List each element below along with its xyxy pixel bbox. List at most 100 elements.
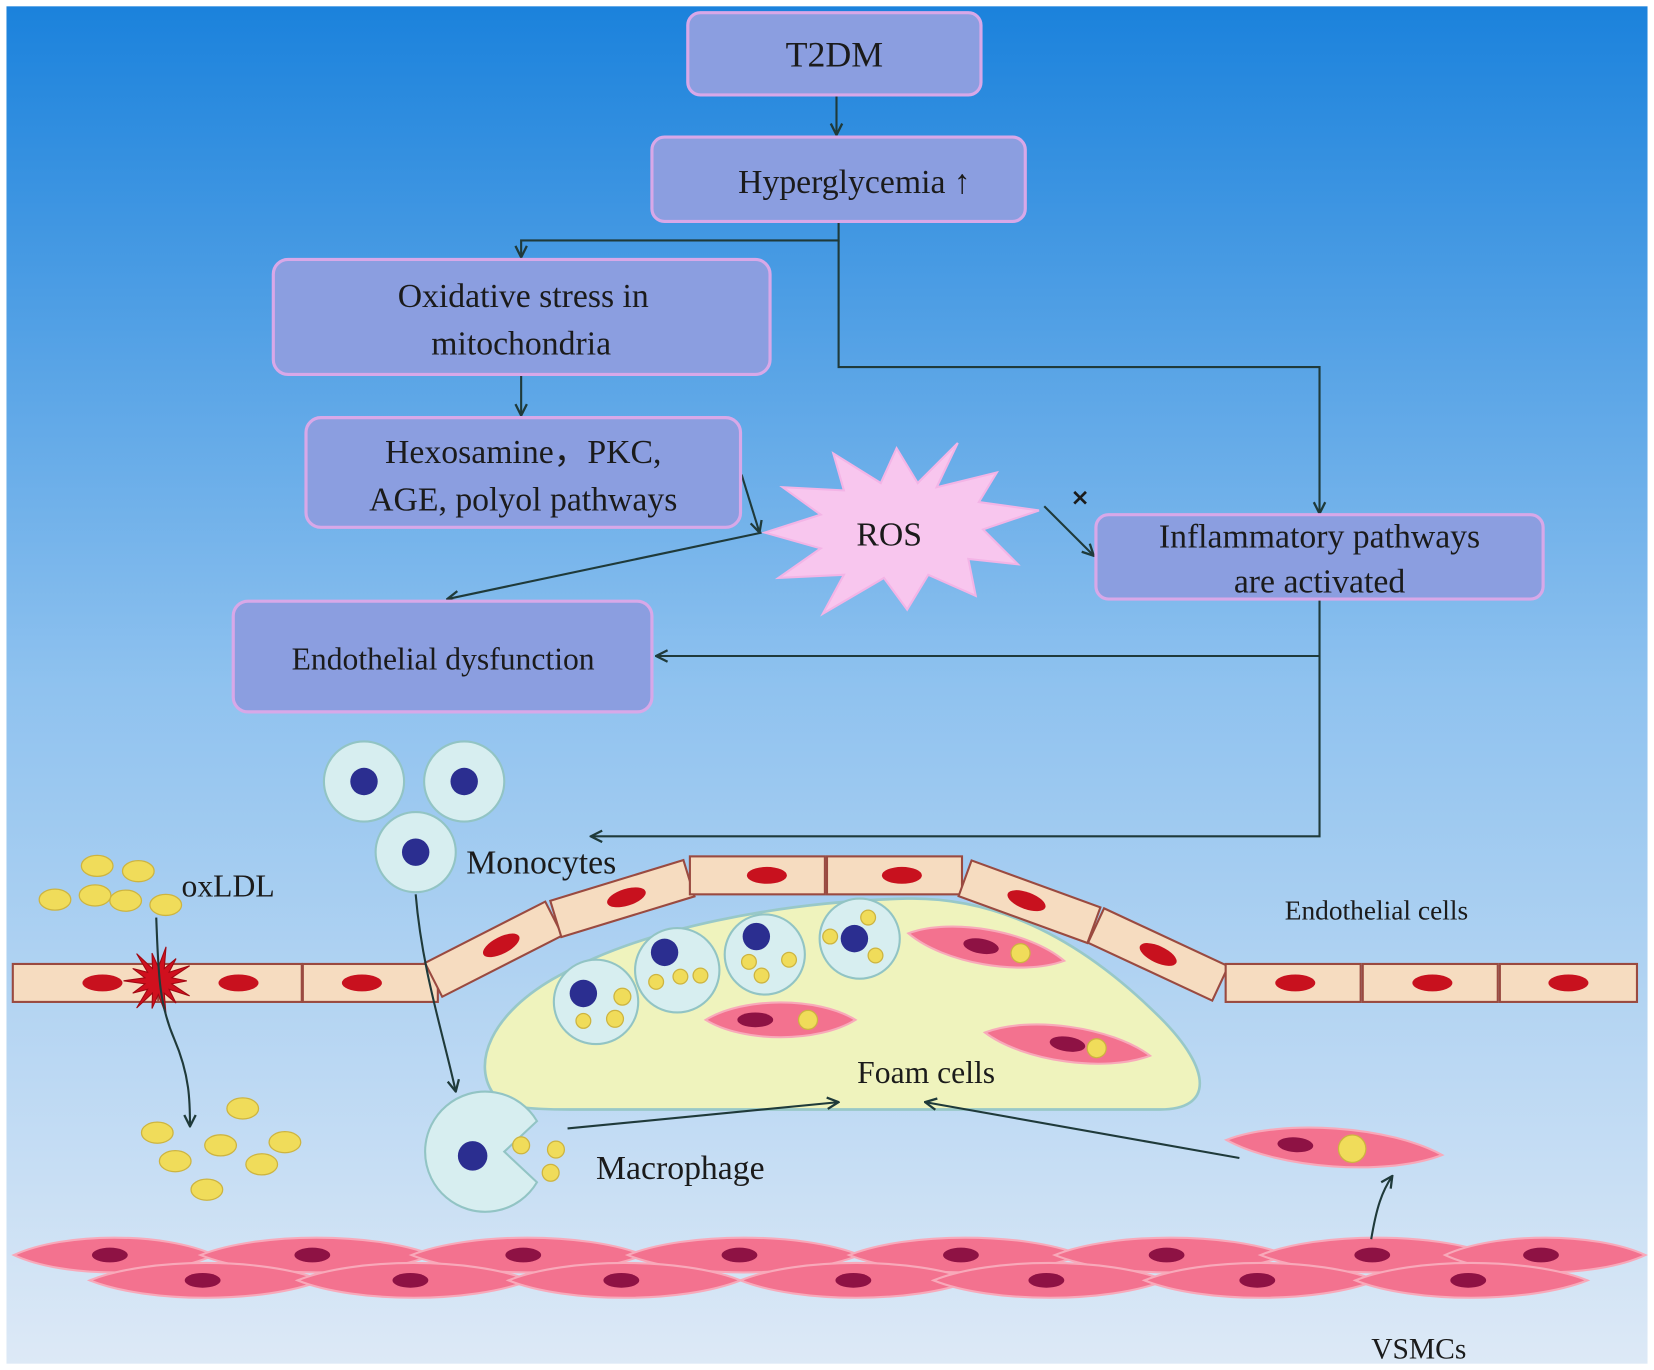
smooth-muscle-cell-body — [703, 1001, 858, 1039]
smooth-muscle-cell-nucleus — [1450, 1272, 1487, 1288]
endothelial-cell-nucleus — [746, 866, 787, 884]
inflammatory-box: Inflammatory pathways are activated — [1094, 513, 1545, 601]
oxldl-particle — [80, 854, 114, 878]
endothelial-cell-nucleus — [607, 887, 646, 908]
monocyte — [322, 740, 406, 823]
lipid-droplet — [605, 1009, 625, 1028]
arrow-hyperglycemia-to-oxidative-stress — [521, 221, 840, 257]
arrow-monocyte-to-macrophage — [414, 894, 456, 1091]
migrating-smooth-muscle-cell — [1223, 1126, 1445, 1169]
lipid-droplet — [781, 951, 798, 968]
monocyte-nucleus — [450, 767, 478, 796]
endothelial-cell-nucleus — [1548, 974, 1589, 992]
smooth-muscle-cell-nucleus — [505, 1247, 542, 1263]
macrophage — [424, 1090, 566, 1213]
smooth-muscle-cell-nucleus — [1028, 1272, 1065, 1288]
monocyte-nucleus — [401, 838, 430, 866]
pathways-label-line-2: AGE, polyol pathways — [369, 481, 677, 518]
ros-burst-shape — [761, 442, 1040, 617]
endothelial-cell-nucleus — [1007, 890, 1046, 912]
endothelial-cell — [688, 855, 826, 896]
monocyte — [423, 740, 506, 823]
pathways-label-line-1: Hexosamine，PKC, — [385, 434, 661, 471]
smooth-muscle-cell-nucleus — [721, 1247, 758, 1263]
foam-cell-nucleus — [742, 922, 771, 951]
smooth-muscle-cell-nucleus — [1239, 1272, 1276, 1288]
oxidative-stress-box: Oxidative stress in mitochondria — [271, 257, 772, 376]
macrophage-label: Macrophage — [596, 1150, 765, 1187]
lipid-droplet — [1010, 943, 1031, 964]
process-arrows — [155, 894, 1392, 1240]
monocyte-group — [322, 740, 506, 894]
lipid-droplet — [797, 1009, 819, 1030]
foam-smooth-muscle-cell — [703, 1001, 858, 1039]
monocyte — [374, 811, 457, 894]
foam-cells-label: Foam cells — [857, 1055, 995, 1090]
endothelial-cell — [1498, 962, 1639, 1003]
lipid-droplet — [867, 947, 884, 964]
endothelial-cell-body — [11, 962, 160, 1003]
foam-smooth-muscle-cells — [703, 925, 1153, 1065]
vascular-smooth-muscle-cell — [1352, 1261, 1591, 1299]
monocyte-nucleus — [350, 767, 378, 796]
smooth-muscle-cell-nucleus — [294, 1247, 331, 1263]
arrow-ros-to-inflammation — [1043, 505, 1094, 556]
inflammatory-label-line-2: are activated — [1234, 564, 1405, 601]
foam-smooth-muscle-cell — [906, 925, 1067, 969]
inhibition-mark: × — [1070, 484, 1089, 511]
inflammatory-label-line-1: Inflammatory pathways — [1159, 518, 1480, 555]
lipid-droplet — [512, 1136, 531, 1155]
arrow-oxldl-infiltration — [155, 917, 190, 1127]
arrow-vsmc-migration — [1370, 1176, 1392, 1240]
oxldl-particle — [109, 889, 143, 912]
endothelial-cell — [1224, 962, 1362, 1003]
flowchart-connectors — [447, 94, 1320, 836]
hyperglycemia-box: Hyperglycemia ↑ — [650, 135, 1027, 224]
smooth-muscle-cell-nucleus — [943, 1247, 979, 1263]
rupture-burst — [123, 946, 190, 1015]
endothelial-cell — [11, 962, 160, 1003]
oxldl-particle — [226, 1097, 260, 1120]
oxidative-stress-box-frame — [271, 257, 772, 376]
oxldl-particle — [190, 1178, 224, 1201]
oxldl-particle — [121, 859, 155, 883]
endothelial-cell-nucleus — [482, 933, 520, 958]
t2dm-box: T2DM — [686, 11, 983, 97]
foam-cell-nucleus — [650, 938, 679, 967]
foam-smooth-muscle-cell — [982, 1023, 1153, 1065]
endothelial-cell-nucleus — [1412, 974, 1453, 992]
endothelial-cell-nucleus — [82, 974, 123, 992]
arrow-vsmc-to-foam-cells — [925, 1102, 1240, 1160]
lipid-droplet — [672, 968, 689, 985]
endothelial-cells-label: Endothelial cells — [1285, 896, 1468, 926]
lipid-droplet — [753, 967, 770, 984]
lipid-droplet — [648, 973, 665, 990]
foam-cell — [723, 913, 806, 996]
vsmcs-label: VSMCs — [1371, 1333, 1466, 1365]
pathways-box: Hexosamine，PKC, AGE, polyol pathways — [304, 416, 743, 529]
oxidative-stress-label-line-2: mitochondria — [431, 325, 611, 362]
lipid-droplet — [546, 1140, 566, 1159]
oxldl-particle — [245, 1153, 279, 1176]
oxldl-particle — [38, 888, 72, 911]
hyperglycemia-label: Hyperglycemia ↑ — [738, 164, 971, 201]
pathways-box-frame — [304, 416, 743, 529]
endothelial-cell-nucleus — [341, 974, 382, 992]
smooth-muscle-cell-nucleus — [392, 1272, 429, 1288]
vascular-smooth-muscle-cell — [1141, 1261, 1380, 1299]
arrow-hyperglycemia-to-inflammation — [837, 240, 1320, 513]
endothelial-cell — [825, 855, 964, 896]
ros-starburst: ROS — [761, 442, 1040, 617]
endothelial-cell-nucleus — [1139, 943, 1177, 966]
lipid-droplet — [541, 1163, 560, 1182]
lipid-droplet — [1086, 1038, 1107, 1059]
macrophage-nucleus — [457, 1141, 488, 1171]
oxidative-stress-label-line-1: Oxidative stress in — [398, 278, 649, 315]
inflammatory-box-frame — [1094, 513, 1545, 601]
arrow-ros-to-endothelial-dysfunction — [447, 531, 762, 599]
migrating-vsmc — [1223, 1126, 1445, 1169]
endothelial-cell — [301, 962, 439, 1003]
smooth-muscle-cell-nucleus — [1049, 1036, 1086, 1052]
endothelial-cell — [1086, 906, 1230, 1003]
